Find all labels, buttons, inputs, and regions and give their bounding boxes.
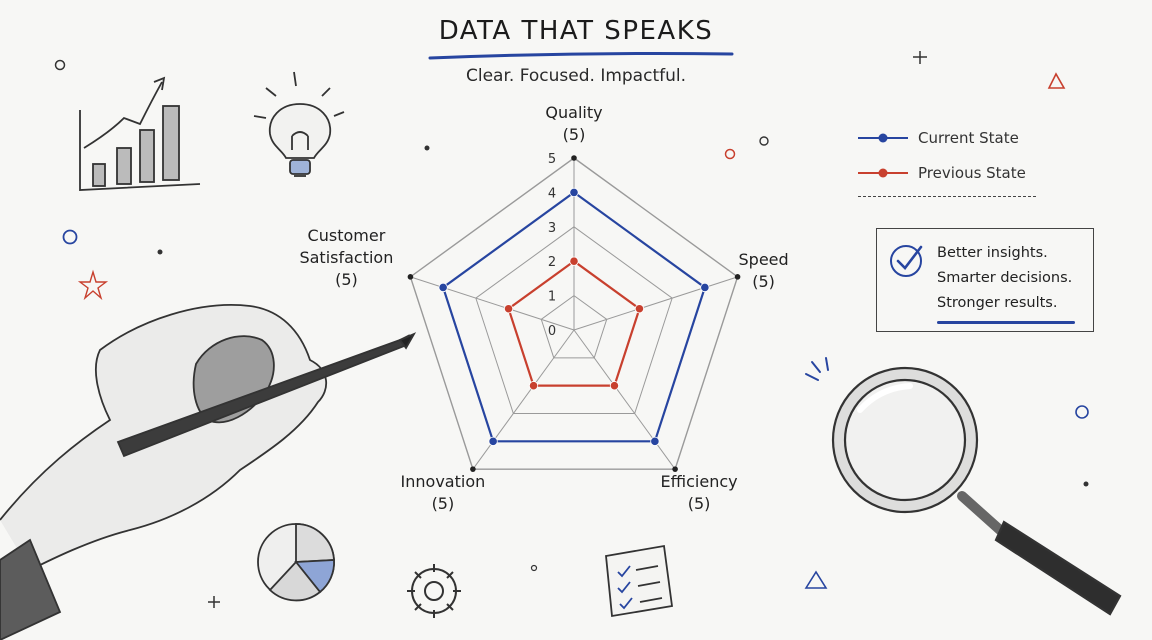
page-subtitle: Clear. Focused. Impactful.	[466, 66, 686, 86]
legend-item-current: Current State	[858, 120, 1048, 155]
radar-spoke	[410, 276, 575, 331]
radar-data-point	[438, 282, 448, 293]
magnifier-icon	[831, 366, 1122, 616]
radar-axis-label: Speed	[739, 250, 789, 269]
radar-axis-endpoint	[470, 466, 476, 472]
radar-data-point	[488, 436, 498, 446]
radar-data-point	[569, 187, 579, 197]
radar-chart: 0 1 2 3 4 5 Quality (5) Speed (5) Efficiency (5) Inn…	[299, 103, 788, 513]
lightbulb-icon	[253, 71, 345, 177]
radar-spoke	[472, 329, 575, 470]
radar-grid-ring	[540, 294, 608, 359]
radar-spoke	[573, 276, 738, 331]
radar-tick-label: 0	[548, 324, 556, 339]
radar-series-line	[441, 191, 707, 443]
radar-axis-label: Innovation	[401, 472, 486, 491]
note-line: Better insights.	[937, 245, 1048, 261]
legend-swatch-current-icon	[858, 133, 908, 142]
radar-grid-ring	[409, 157, 739, 470]
radar-tick-label: 1	[548, 290, 556, 305]
gear-icon	[407, 564, 461, 618]
legend-divider	[858, 196, 1036, 197]
radar-axis-value-label: (5)	[563, 125, 586, 144]
radar-axis-value-label: (5)	[335, 270, 358, 289]
radar-axis-value-label: (5)	[688, 494, 711, 513]
legend-label-current: Current State	[918, 128, 1019, 147]
radar-tick-label: 3	[548, 221, 556, 236]
radar-data-point	[650, 436, 660, 446]
radar-axis-value-label: (5)	[432, 494, 455, 513]
radar-tick-label: 4	[548, 186, 556, 201]
radar-data-point	[569, 256, 579, 266]
radar-axis-endpoint	[571, 155, 577, 161]
radar-data-point	[634, 304, 645, 314]
radar-data-point	[503, 304, 514, 314]
legend-swatch-previous-icon	[858, 168, 908, 177]
scatter-symbols	[54, 51, 1089, 608]
note-underline	[937, 321, 1075, 324]
radar-tick-label: 5	[548, 152, 556, 167]
radar-series-line	[507, 259, 641, 387]
title-underline	[428, 52, 734, 60]
page-title: DATA THAT SPEAKS	[438, 16, 714, 46]
radar-spoke	[573, 329, 676, 470]
radar-data-point	[609, 381, 620, 391]
radar-axis-endpoint	[407, 274, 414, 280]
legend-item-previous: Previous State	[858, 155, 1048, 190]
checklist-icon	[605, 544, 674, 618]
radar-axis-label: Quality	[545, 103, 602, 122]
radar-axis-value-label: (5)	[752, 272, 775, 291]
radar-axis-label: Satisfaction	[299, 248, 393, 267]
radar-axis-label: Efficiency	[661, 472, 738, 491]
legend-label-previous: Previous State	[918, 163, 1026, 182]
bar-growth-icon	[79, 76, 201, 191]
note-line: Smarter decisions.	[937, 270, 1073, 286]
radar-grid-ring	[475, 226, 673, 414]
hand-pencil-icon	[0, 304, 417, 640]
radar-axis-endpoint	[734, 274, 741, 280]
radar-tick-label: 2	[548, 255, 556, 270]
radar-axis-endpoint	[672, 466, 678, 472]
radar-data-point	[700, 282, 710, 293]
radar-data-point	[528, 381, 539, 391]
note-line: Stronger results.	[937, 295, 1058, 311]
checkmark-icon	[890, 245, 923, 277]
insight-note: Better insights. Smarter decisions. Stro…	[876, 228, 1094, 332]
chart-legend: Current State Previous State	[858, 120, 1048, 197]
pie-chart-icon	[257, 523, 335, 602]
radar-axis-label: Customer	[308, 226, 386, 245]
